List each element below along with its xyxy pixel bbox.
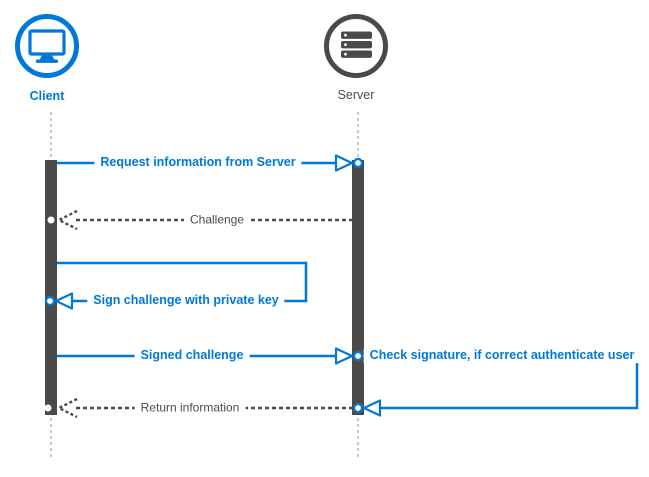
message-return-info-arrow	[44, 397, 352, 419]
open-triangle-arrowhead-icon	[334, 154, 354, 172]
message-signed-challenge-label: Signed challenge	[134, 348, 250, 363]
client-activation-bar	[45, 160, 57, 415]
server-actor-label: Server	[337, 88, 375, 103]
dashed-arrowhead-icon	[56, 397, 78, 419]
endpoint-circle-icon	[44, 404, 52, 412]
message-check-signature-loop	[352, 354, 639, 417]
open-triangle-arrowhead-icon	[362, 399, 382, 417]
endpoint-circle-icon	[352, 157, 364, 169]
server-activation-bar	[352, 160, 364, 415]
message-request-info-label: Request information from Server	[94, 155, 302, 170]
endpoint-circle-icon	[47, 216, 55, 224]
endpoint-circle-icon	[352, 402, 364, 414]
endpoint-circle-icon	[44, 295, 56, 307]
open-triangle-arrowhead-icon	[334, 347, 354, 365]
message-check-signature-label: Check signature, if correct authenticate…	[363, 348, 641, 363]
client-monitor-icon	[15, 14, 79, 78]
client-actor-label: Client	[29, 89, 65, 104]
message-sign-challenge-label: Sign challenge with private key	[87, 293, 285, 308]
dashed-arrowhead-icon	[56, 209, 78, 231]
open-triangle-arrowhead-icon	[54, 292, 74, 310]
message-return-info-label: Return information	[134, 401, 246, 415]
endpoint-circle-icon	[352, 350, 364, 362]
server-stack-icon	[324, 14, 388, 78]
message-challenge-label: Challenge	[183, 213, 251, 227]
message-challenge-arrow	[47, 209, 352, 231]
